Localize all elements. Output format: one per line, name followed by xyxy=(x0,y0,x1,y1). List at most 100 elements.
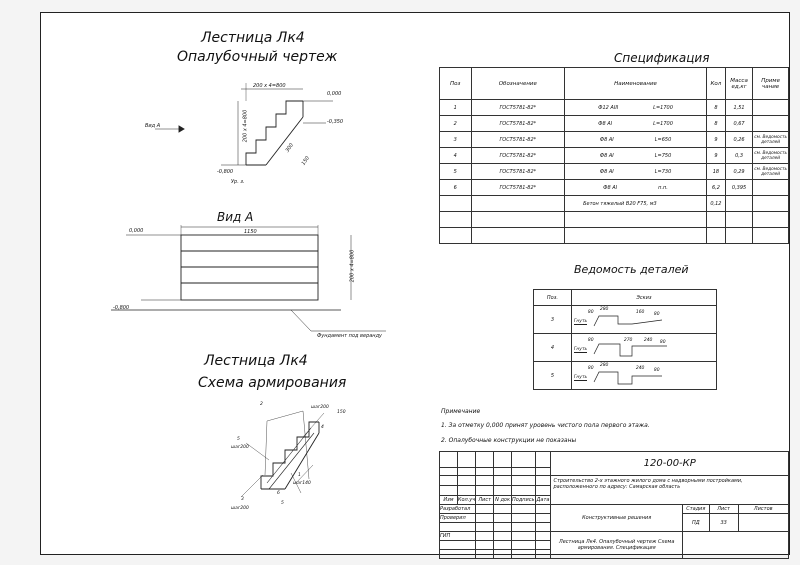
sketch-bar-shape xyxy=(593,315,662,327)
rebar-mark-5: 5 xyxy=(237,437,240,442)
spec-cell: ГОСТ5781-82* xyxy=(470,179,566,196)
spec-h-doc: Обозначение xyxy=(470,67,566,100)
drawing-code: 120-00-КР xyxy=(550,451,789,476)
rebar-mark-5a: 5 xyxy=(281,501,284,506)
rebar-title-1: Лестница Лк4 xyxy=(204,353,308,369)
sketch-bar-shape xyxy=(593,343,667,357)
spec-cell: 4 xyxy=(439,147,472,164)
spec-cell: Ф8 АI п.п. xyxy=(564,179,707,196)
sketch-dim: 80 xyxy=(659,340,666,345)
sketch-hook: Гнуть xyxy=(573,319,588,325)
sketch-dim: 280 xyxy=(599,363,609,368)
spec-length: L=730 xyxy=(654,168,672,175)
rebar-mark-4: 4 xyxy=(321,425,324,430)
parts-table: Поз. Эскиз 3 80 280 160 80 Гнуть 4 80 27… xyxy=(533,289,718,390)
note-2: 2. Опалубочные конструкции не показаны xyxy=(441,437,577,444)
parts-pos: 5 xyxy=(533,361,572,390)
spec-cell: 0,3 xyxy=(724,147,754,164)
spec-cell: 2 xyxy=(439,115,472,132)
spec-cell: Бетон тяжелый В20 F75, м3 xyxy=(564,195,707,212)
formwork-title-2: Опалубочный чертеж xyxy=(177,49,338,65)
spec-header-row: Поз Обозначение Наименование Кол Масса е… xyxy=(439,67,789,100)
spec-length: п.п. xyxy=(658,184,668,191)
rebar-mark-2: 2 xyxy=(260,402,263,407)
rebar-scheme xyxy=(240,410,325,498)
table-row xyxy=(439,227,789,244)
spec-h-mass: Масса ед,кг xyxy=(724,67,754,100)
col-list: Лист xyxy=(475,495,495,505)
stamp-row xyxy=(439,485,789,496)
sketch-dim: 270 xyxy=(623,338,633,343)
spec-length: L=1700 xyxy=(653,120,673,127)
sheet-value: 33 xyxy=(708,513,739,532)
stamp-row xyxy=(438,522,789,532)
foundation-label: Фундамент под веранду xyxy=(317,333,382,339)
spec-name: Ф12 АIII xyxy=(598,104,619,111)
organization-cell xyxy=(681,531,790,559)
spec-cell xyxy=(752,179,789,196)
parts-h-pos: Поз. xyxy=(533,289,572,306)
spec-cell: 0,395 xyxy=(724,179,754,196)
table-row: 3 80 280 160 80 Гнуть xyxy=(533,305,718,334)
role-gip: ГИП xyxy=(438,531,477,541)
section-name: Конструктивные решения xyxy=(550,504,683,532)
notes-heading: Примечание xyxy=(441,408,481,415)
spec-cell: 3 xyxy=(439,131,472,148)
parts-pos: 4 xyxy=(533,333,572,362)
spec-cell: 5 xyxy=(439,163,472,180)
spec-cell: 0,26 xyxy=(724,131,754,148)
stamp-row: 120-00-КР xyxy=(439,451,789,476)
stair-section-drawing xyxy=(111,83,386,498)
sheet-header: Лист xyxy=(708,504,739,514)
level-top: 0,000 xyxy=(327,91,342,97)
spec-name: Ф8 АI xyxy=(598,120,613,127)
table-row: 4 80 270 240 80 Гнуть xyxy=(533,333,718,362)
rebar-title-2: Схема армирования xyxy=(198,375,347,391)
level-mid: -0,350 xyxy=(327,119,344,125)
spec-name: Ф8 АI xyxy=(599,152,614,159)
view-a-outline xyxy=(111,225,386,332)
role-checker: Проверил xyxy=(438,513,477,523)
formwork-title-1: Лестница Лк4 xyxy=(201,30,305,46)
side-dimension: 200 х 4=800 xyxy=(242,109,249,143)
sketch-dim: 80 xyxy=(653,312,660,317)
parts-header-row: Поз. Эскиз xyxy=(533,289,718,306)
spec-name: Ф8 АI xyxy=(603,184,618,191)
role-developer: Разработал xyxy=(438,504,477,514)
spec-cell xyxy=(439,195,472,212)
view-a-width: 1150 xyxy=(244,229,257,235)
table-row: 5 80 280 240 80 Гнуть xyxy=(533,361,718,390)
sketch-hook: Гнуть xyxy=(573,347,588,353)
parts-sketch: 80 270 240 80 Гнуть xyxy=(570,333,718,362)
sheet-title: Лестница Лк4. Опалубочный чертеж Схема а… xyxy=(550,531,683,559)
sketch-dim: 160 xyxy=(635,310,645,315)
parts-sketch: 80 280 240 80 Гнуть xyxy=(570,361,718,390)
spec-cell: Ф8 АI L=1700 xyxy=(564,115,707,132)
spec-cell: 1,51 xyxy=(724,99,754,116)
spec-cell: см. Ведомость деталей xyxy=(752,147,789,164)
object-description: Строительство 2-х этажного жилого дома с… xyxy=(550,475,789,505)
spec-name: Ф8 АI xyxy=(599,136,614,143)
sketch-dim: 80 xyxy=(653,368,660,373)
note-1: 1. За отметку 0,000 принят уровень чисто… xyxy=(441,422,650,429)
spec-cell: ГОСТ5781-82* xyxy=(470,163,566,180)
sketch-bar-shape xyxy=(593,371,662,385)
sheets-value xyxy=(737,513,789,532)
sketch-dim: 240 xyxy=(635,366,645,371)
spec-cell: ГОСТ5781-82* xyxy=(470,131,566,148)
spec-cell: см. Ведомость деталей xyxy=(752,131,789,148)
spec-table: Поз Обозначение Наименование Кол Масса е… xyxy=(439,67,789,244)
spec-cell: 8 xyxy=(705,115,726,132)
stage-value: ПД xyxy=(681,513,710,532)
spec-h-name: Наименование xyxy=(564,67,707,100)
sheets-header: Листов xyxy=(737,504,789,514)
spec-cell: Ф8 АI L=730 xyxy=(564,163,707,180)
stamp-row: Проверил ПД 33 xyxy=(438,513,789,532)
stamp-row xyxy=(438,549,789,559)
col-podp: Подпись xyxy=(511,495,536,505)
spec-name: Ф8 АI xyxy=(599,168,614,175)
